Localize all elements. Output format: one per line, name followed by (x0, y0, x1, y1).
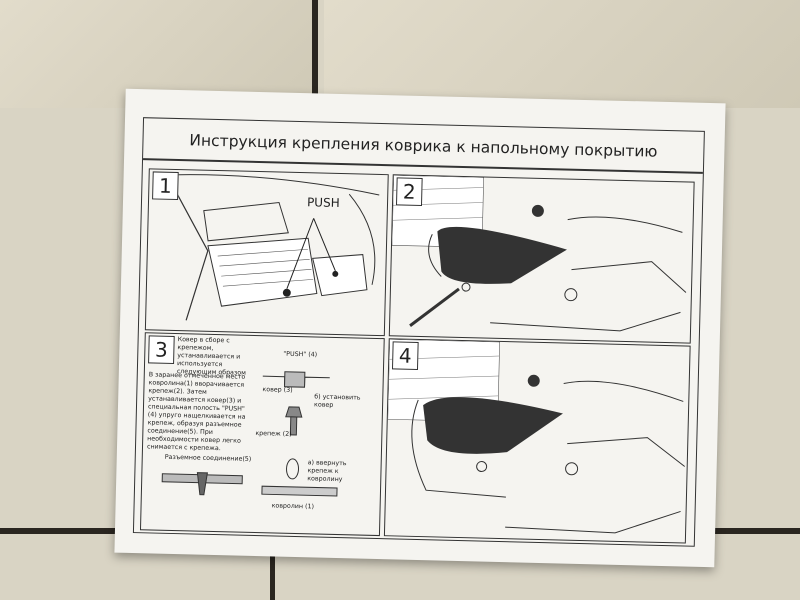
step-1-panel: PUSH 1 (144, 168, 389, 337)
step-4-number: 4 (391, 341, 419, 370)
label-install: б) установить ковер (314, 393, 361, 409)
push-label: PUSH (306, 195, 340, 210)
label-fastener: крепеж (2) (255, 430, 292, 438)
floor-tile (324, 0, 800, 108)
step-2-illustration (391, 175, 687, 332)
step-1-illustration (169, 174, 380, 321)
label-floor: ковролин (1) (271, 502, 315, 511)
step-3-panel: 3 Ковер в сборе с крепежом, устанавливае… (139, 332, 385, 537)
step-2-number: 2 (395, 177, 423, 207)
instruction-sheet: Инструкция крепления коврика к напольном… (114, 88, 726, 568)
instruction-frame: Инструкция крепления коврика к напольном… (132, 117, 705, 547)
step-1-number: 1 (152, 171, 179, 201)
sheet-title: Инструкция крепления коврика к напольном… (189, 131, 658, 161)
step-4-panel: 4 (383, 338, 691, 544)
label-push: "PUSH" (4) (283, 350, 318, 359)
label-screw: а) ввернуть крепеж к ковролину (307, 459, 347, 484)
step-3-diagram (161, 371, 338, 497)
step-4-illustration (387, 338, 686, 534)
label-carpet: ковер (3) (262, 386, 293, 394)
tile-grout (312, 0, 318, 108)
step-2-panel: 2 (388, 174, 695, 344)
tile-grout (270, 528, 275, 600)
